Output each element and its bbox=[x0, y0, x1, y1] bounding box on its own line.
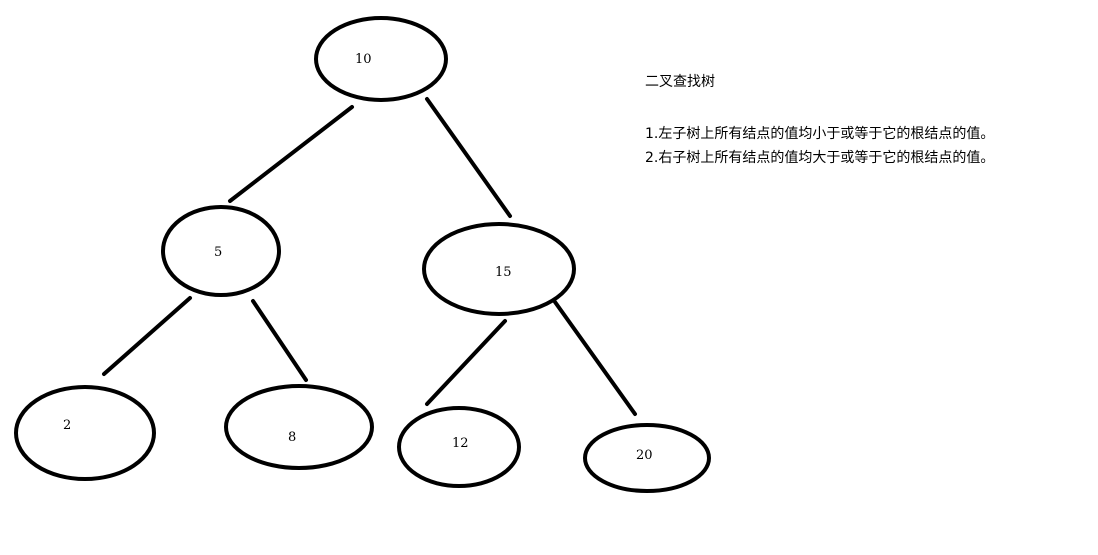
node-ellipse bbox=[422, 222, 576, 316]
rule-left-subtree: 1.左子树上所有结点的值均小于或等于它的根结点的值。 bbox=[645, 126, 995, 142]
tree-node: 8 bbox=[224, 384, 374, 470]
node-label: 20 bbox=[636, 448, 653, 463]
tree-node: 5 bbox=[161, 205, 281, 297]
node-label: 5 bbox=[214, 245, 222, 260]
tree-nodes: 10 5 15 2 8 12 20 bbox=[14, 16, 711, 493]
edge-5-8 bbox=[251, 299, 308, 382]
edge-15-12 bbox=[425, 319, 507, 406]
tree-edges bbox=[102, 97, 637, 416]
rule-right-subtree: 2.右子树上所有结点的值均大于或等于它的根结点的值。 bbox=[645, 150, 995, 166]
tree-node: 15 bbox=[422, 222, 576, 316]
node-ellipse bbox=[314, 16, 448, 102]
edge-5-2 bbox=[102, 296, 192, 376]
node-label: 8 bbox=[288, 430, 296, 445]
tree-node: 12 bbox=[397, 406, 521, 488]
tree-node: 10 bbox=[314, 16, 448, 102]
node-ellipse bbox=[14, 385, 156, 481]
edge-10-5 bbox=[228, 105, 354, 203]
edge-10-15 bbox=[425, 97, 512, 218]
edge-15-20 bbox=[553, 300, 637, 416]
tree-node: 20 bbox=[583, 423, 711, 493]
node-label: 12 bbox=[452, 436, 469, 451]
node-ellipse bbox=[583, 423, 711, 493]
diagram-title: 二叉查找树 bbox=[645, 74, 715, 90]
diagram-caption: 二叉查找树 1.左子树上所有结点的值均小于或等于它的根结点的值。 2.右子树上所… bbox=[645, 70, 994, 170]
node-label: 10 bbox=[355, 52, 372, 67]
node-ellipse bbox=[224, 384, 374, 470]
node-label: 2 bbox=[63, 418, 71, 433]
tree-node: 2 bbox=[14, 385, 156, 481]
node-label: 15 bbox=[495, 265, 512, 280]
node-ellipse bbox=[397, 406, 521, 488]
node-ellipse bbox=[161, 205, 281, 297]
